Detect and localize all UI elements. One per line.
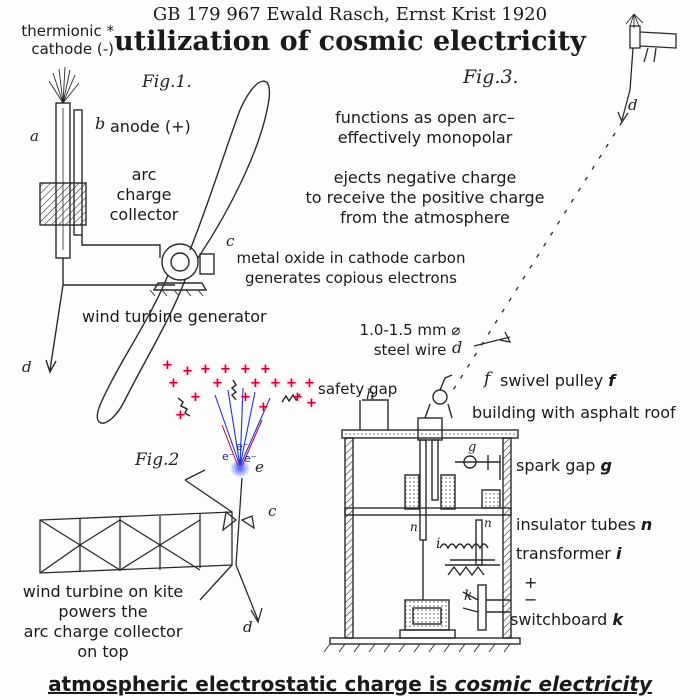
letter-f-drawing: f [484,369,491,389]
positive-charge: + [220,362,231,377]
negative-terminal: − [524,590,538,609]
safety-gap-label: safety gap [318,380,398,398]
positive-charge: + [240,362,251,377]
fig2-kite-drawing [39,469,263,624]
metal-oxide-label: metal oxide in cathode carbon generates … [236,249,466,287]
spark-gap-label: spark gap g [516,456,612,475]
page-title: utilization of cosmic electricity [114,26,586,57]
patent-reference: GB 179 967 Ewald Rasch, Ernst Krist 1920 [152,4,548,25]
positive-charge: + [182,364,193,379]
positive-charge: + [190,390,201,405]
fig3-label: Fig.3. [463,66,519,88]
positive-charge: + [258,400,269,415]
letter-c-fig1: c [226,232,235,250]
arc-charge-collector-label: arc charge collector [109,165,179,224]
letter-a: a [30,127,39,145]
open-arc-label: functions as open arc– effectively monop… [335,108,515,147]
fig1-drawing [39,66,271,424]
electron-label: e⁻ [236,440,249,453]
positive-charge: + [250,376,261,391]
letter-k-drawing: k [464,588,473,604]
positive-charge: + [304,376,315,391]
letter-d-fig2: d [243,618,253,636]
letter-n-left: n [410,520,418,534]
letter-e-fig2: e [255,458,264,476]
transformer-label: transformer i [516,544,622,563]
footer-caption: atmospheric electrostatic charge is cosm… [48,672,652,696]
electron-beams [177,379,301,478]
kite-turbine-label: wind turbine on kite powers the arc char… [22,582,184,661]
steel-wire-label: 1.0-1.5 mm ⌀ steel wire [359,321,461,359]
swivel-pulley-label: swivel pulley f [500,371,616,390]
fig1-label: Fig.1. [142,72,192,92]
letter-d-wire: d [452,338,463,357]
letter-g-drawing: g [468,440,477,455]
letter-i-drawing: i [436,536,441,552]
letter-d-fig3: d [628,96,638,114]
insulator-tubes-label: insulator tubes n [516,515,653,534]
fig2-label: Fig.2 [135,450,180,470]
ejects-charge-label: ejects negative charge to receive the po… [305,168,545,227]
positive-charge: + [212,376,223,391]
letter-b: b [95,114,106,133]
fig3-kite-wire [449,13,677,396]
letter-d-fig1: d [22,358,32,376]
thermionic-cathode-label: thermionic * cathode (-) [21,22,114,58]
positive-charge: + [286,376,297,391]
positive-charge: + [240,390,251,405]
positive-charge: + [292,390,303,405]
letter-n-right: n [484,516,492,530]
positive-charge: + [175,408,186,423]
wind-turbine-generator-label: wind turbine generator [82,307,267,326]
letter-c-fig2: c [268,502,277,520]
anode-label: anode (+) [110,117,191,136]
electron-label: e⁻ [244,452,257,465]
letter-h: h [366,387,376,403]
positive-charge: + [200,362,211,377]
building-label: building with asphalt roof [472,403,676,422]
positive-charge: + [260,362,271,377]
electron-label: e⁻ [222,450,235,463]
positive-charge: + [162,358,173,373]
switchboard-label: switchboard k [510,610,624,629]
positive-charge: + [168,376,179,391]
positive-charge: + [270,376,281,391]
positive-terminal: + [524,573,538,592]
fig3-building [323,374,521,653]
positive-charge: + [306,396,317,411]
